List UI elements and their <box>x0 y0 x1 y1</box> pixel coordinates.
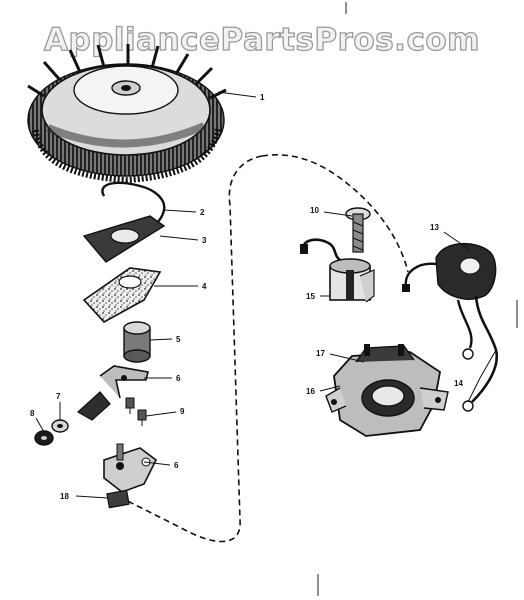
cam-bushing <box>123 321 151 363</box>
callout-4: 4 <box>202 282 207 291</box>
ignition-coil <box>402 242 497 300</box>
callout-17: 17 <box>316 349 325 358</box>
callout-14: 14 <box>454 379 463 388</box>
callout-16: 16 <box>306 387 315 396</box>
callout-13: 13 <box>430 223 439 232</box>
breaker-box <box>325 344 449 437</box>
watermark: AppliancePartsPros.com <box>43 21 480 58</box>
callout-10: 10 <box>310 206 319 215</box>
callout-5: 5 <box>176 335 181 344</box>
breaker-point-base <box>103 443 158 493</box>
callout-3: 3 <box>202 236 207 245</box>
dashed-assembly-outline <box>121 155 263 543</box>
callout-6-lower: 6 <box>174 461 179 470</box>
leader-lines <box>35 91 497 499</box>
callout-labels: 1 2 3 4 5 6 6 7 8 9 10 13 14 15 16 17 18 <box>30 93 463 501</box>
mounting-screws <box>125 397 147 426</box>
callout-1: 1 <box>260 93 265 102</box>
dashed-assembly-outline-upper <box>261 154 409 273</box>
breaker-cover-plate <box>82 215 166 263</box>
ignition-leads <box>456 295 499 412</box>
lock-washer <box>34 430 54 446</box>
callout-9: 9 <box>180 407 185 416</box>
breaker-point-arm <box>76 365 149 421</box>
cover-gasket <box>82 267 162 324</box>
callout-2: 2 <box>200 208 205 217</box>
callout-15: 15 <box>306 292 315 301</box>
callout-7: 7 <box>56 392 61 401</box>
condenser-clamp-screw <box>345 207 371 253</box>
callout-18: 18 <box>60 492 69 501</box>
callout-6-upper: 6 <box>176 374 181 383</box>
callout-8: 8 <box>30 409 35 418</box>
flywheel <box>27 44 227 184</box>
terminal-nut <box>51 419 69 433</box>
condenser <box>300 238 375 303</box>
cam-follower <box>106 489 130 509</box>
